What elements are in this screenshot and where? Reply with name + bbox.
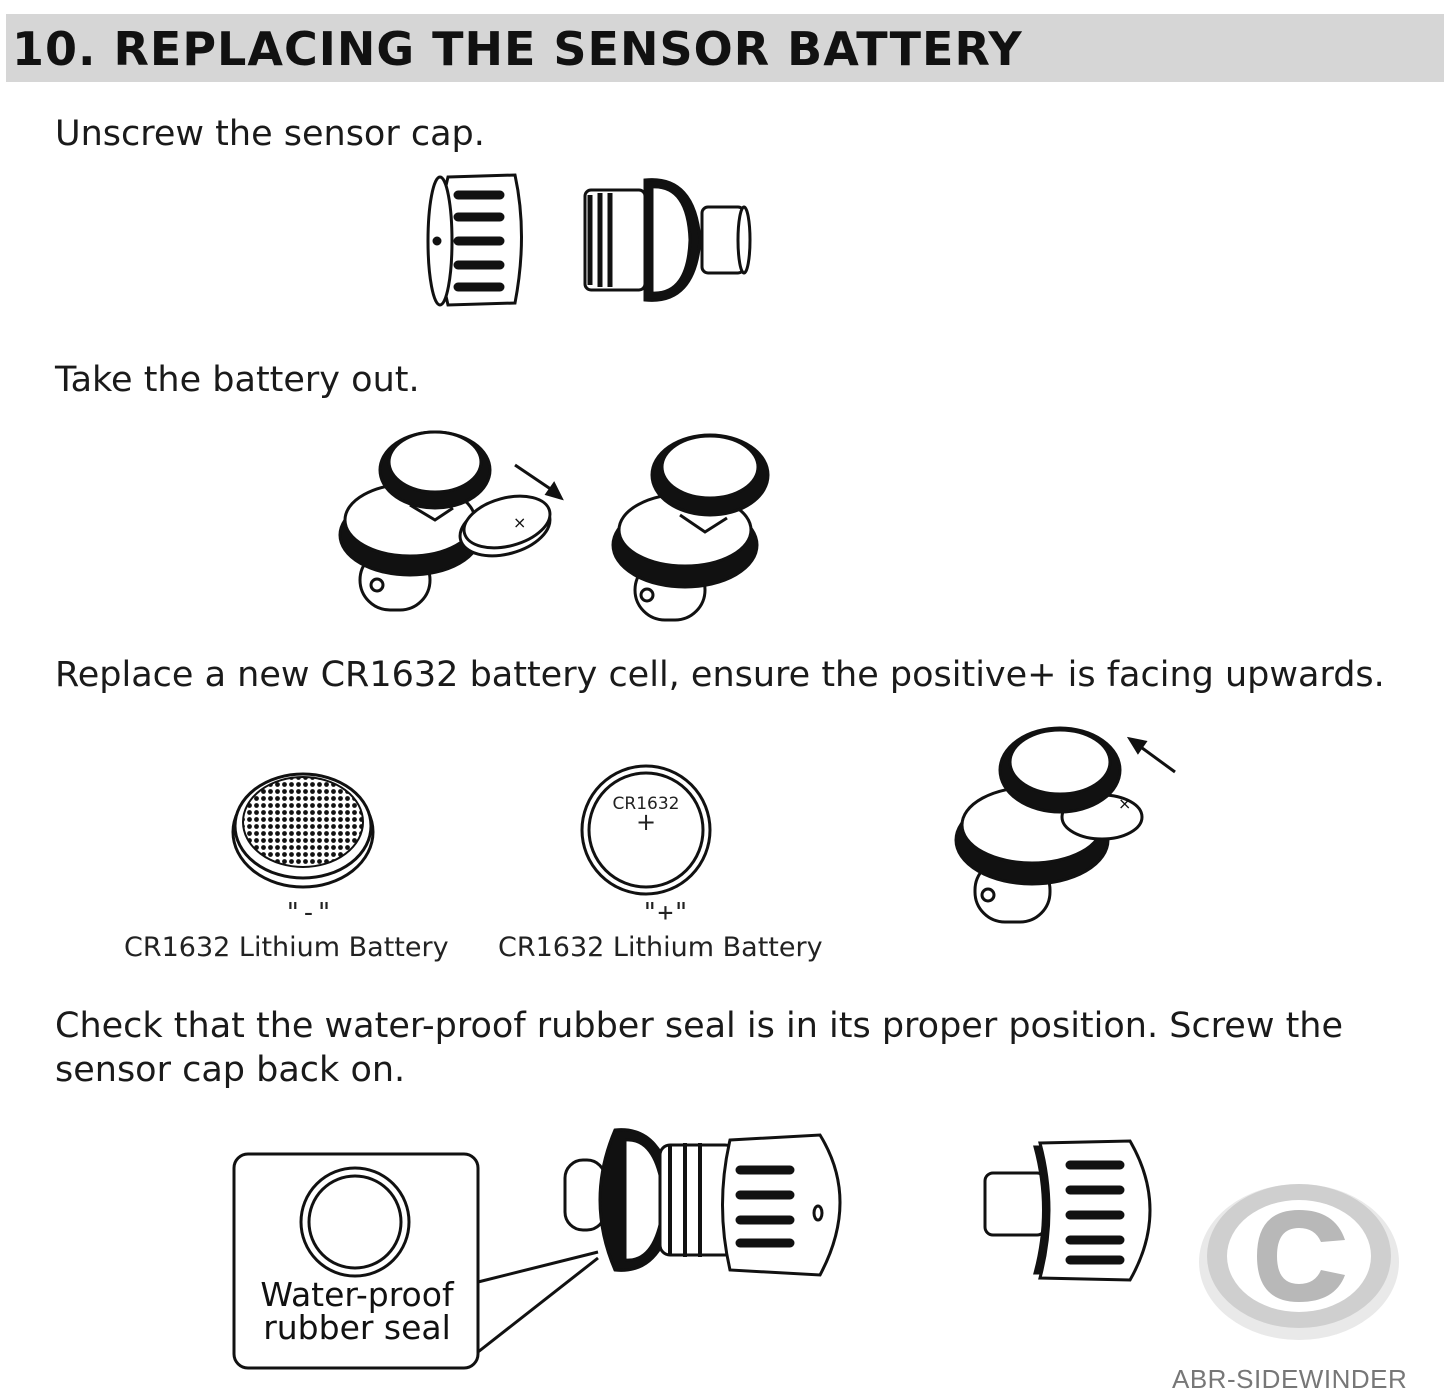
- seal-label: Water-proof rubber seal: [238, 1278, 476, 1344]
- battery-caption-left: CR1632 Lithium Battery: [124, 932, 449, 963]
- section-title: 10. REPLACING THE SENSOR BATTERY: [12, 22, 1023, 76]
- seal-callout-box: [232, 1152, 480, 1370]
- battery-mark: ×: [513, 513, 526, 532]
- abr-logo-icon: [1199, 1184, 1399, 1340]
- sensor-cap-drawing: [426, 173, 523, 307]
- inserted-battery-mark: ×: [1118, 794, 1131, 813]
- battery-face-plus: +: [636, 808, 656, 836]
- step-unscrew-text: Unscrew the sensor cap.: [55, 114, 485, 154]
- battery-negative-side-drawing: [231, 772, 375, 889]
- reassembly-illustration: [563, 1128, 842, 1277]
- positive-sign: "+": [642, 898, 689, 928]
- arrow-out-icon: [514, 463, 564, 501]
- take-battery-out-illustration: ×: [338, 430, 770, 622]
- seal-label-line1: Water-proof: [260, 1275, 454, 1314]
- arrow-in-icon: [1126, 736, 1176, 774]
- assembled-sensor-illustration: [983, 1139, 1152, 1282]
- battery-positive-side-drawing: CR1632 +: [580, 764, 712, 896]
- seal-label-line2: rubber seal: [263, 1308, 451, 1347]
- step-take-battery-text: Take the battery out.: [55, 360, 420, 400]
- battery-coin-drawing: [458, 494, 552, 558]
- battery-face-model: CR1632: [613, 794, 680, 814]
- insert-battery-illustration: ×: [954, 726, 1176, 924]
- negative-sign: "-": [285, 898, 332, 928]
- section-header: 10. REPLACING THE SENSOR BATTERY: [6, 14, 1444, 82]
- step-check-seal-text-2: sensor cap back on.: [55, 1050, 406, 1090]
- step-replace-text: Replace a new CR1632 battery cell, ensur…: [55, 655, 1385, 695]
- sensor-body-drawing: [583, 178, 752, 302]
- battery-caption-right: CR1632 Lithium Battery: [498, 932, 823, 963]
- seal-leader-lines: [477, 1250, 599, 1354]
- unscrew-illustration: [426, 173, 752, 307]
- abr-logo-text: ABR-SIDEWINDER: [1172, 1364, 1408, 1394]
- step-check-seal-text: Check that the water-proof rubber seal i…: [55, 1006, 1344, 1046]
- sensor-empty-right-drawing: [611, 433, 770, 622]
